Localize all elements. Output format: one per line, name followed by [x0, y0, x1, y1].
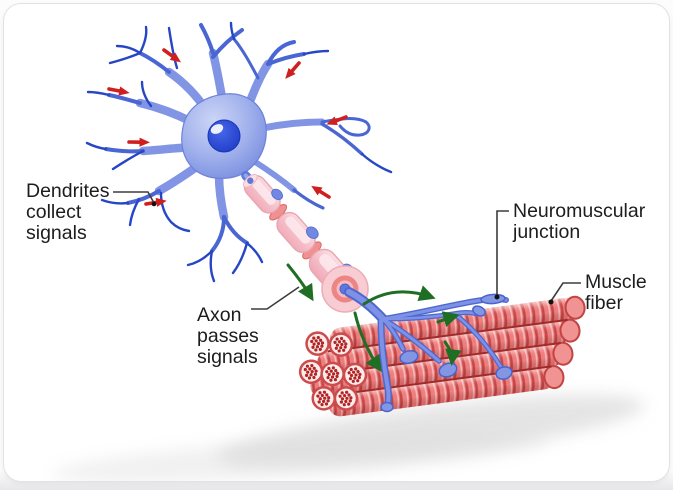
nucleus — [207, 119, 241, 153]
muscle-fiber-row — [310, 341, 574, 397]
synaptic-boutons — [380, 293, 513, 413]
muscle-cross-sections — [298, 331, 368, 411]
nucleus-highlight — [210, 124, 224, 134]
myelin-segment — [242, 173, 281, 214]
muscle-fiber-leader-line — [550, 282, 581, 302]
signal-direction-arrow — [362, 285, 436, 306]
signal-direction-arrow — [286, 263, 314, 302]
illustration-stage: Dendrites collect signals Axon passes si… — [4, 4, 669, 481]
neuromuscular-junction-diagram — [51, 21, 645, 481]
neuromuscular-junction-leader-line — [496, 210, 509, 296]
signal-direction-arrows — [286, 263, 462, 373]
axon-label: Axon passes signals — [197, 304, 259, 368]
leader-lines — [113, 191, 581, 310]
signal-direction-arrow — [443, 340, 462, 366]
dendrites-label: Dendrites collect signals — [26, 180, 110, 244]
incoming-signal-arrow — [127, 135, 152, 149]
myelin-segment — [276, 211, 316, 254]
incoming-signal-arrow — [279, 58, 305, 84]
muscle-fiber-label: Muscle fiber — [585, 271, 647, 314]
neuromuscular-junction-label: Neuromuscular junction — [513, 200, 646, 243]
muscle-fiber-bundle — [298, 295, 586, 417]
signal-direction-arrow — [436, 311, 460, 328]
axon-leader-line — [251, 286, 300, 310]
muscle-shadow — [51, 394, 645, 481]
illustration-card: Dendrites collect signals Axon passes si… — [3, 3, 670, 482]
signal-direction-arrow — [353, 311, 382, 373]
dendrites-leader-line — [113, 191, 155, 204]
incoming-signal-arrow — [306, 180, 334, 203]
